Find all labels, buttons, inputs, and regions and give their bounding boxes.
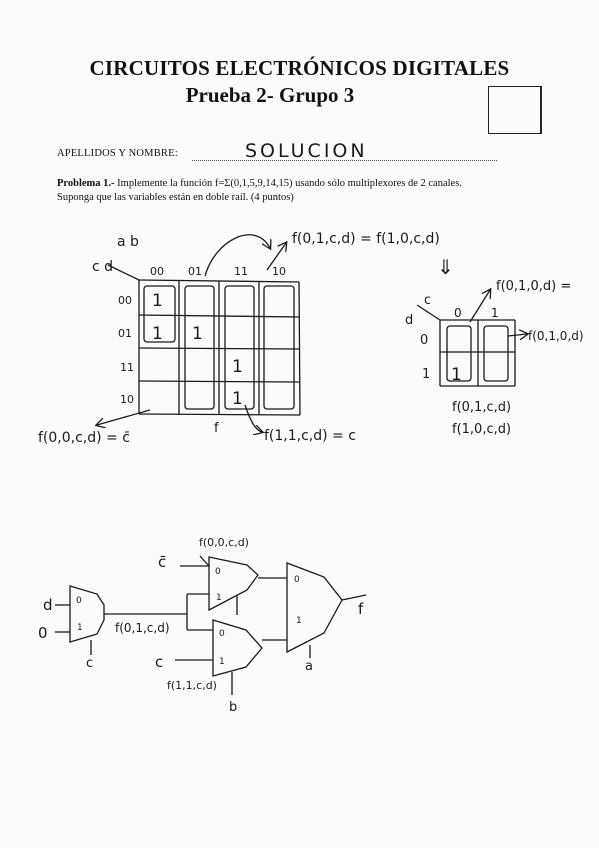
down-arrow-glyph: ⇓ bbox=[437, 255, 454, 279]
problem-text-line2: Suponga que las variables están en doble… bbox=[57, 192, 294, 203]
kmap-row-label: 10 bbox=[120, 393, 134, 406]
mux-lower bbox=[212, 619, 263, 677]
small-kmap-label-right: f(0,1,0,d) bbox=[528, 329, 584, 343]
circuit-output-f: f bbox=[358, 600, 364, 618]
kmap-row-label: 11 bbox=[120, 361, 134, 374]
kmap-group-col10 bbox=[263, 285, 295, 410]
small-kmap-group-c0 bbox=[446, 325, 472, 382]
kmap-col-label: 10 bbox=[272, 265, 286, 278]
kmap-row-label: 01 bbox=[118, 327, 132, 340]
problem-statement: Problema 1.- Implemente la función f=Σ(0… bbox=[57, 177, 547, 205]
document-title: CIRCUITOS ELECTRÓNICOS DIGITALES bbox=[89, 56, 510, 80]
pin-label: 0 bbox=[76, 596, 82, 606]
small-kmap-label-below2: f(1,0,c,d) bbox=[452, 422, 511, 437]
kmap-cell-one: 1 bbox=[192, 324, 203, 344]
circuit-select-a: a bbox=[305, 659, 313, 674]
kmap-corner-ab: a b bbox=[117, 234, 139, 250]
mux-right bbox=[286, 562, 343, 654]
pin-label: 0 bbox=[294, 575, 300, 585]
pin-label: 1 bbox=[219, 657, 225, 667]
name-label: APELLIDOS Y NOMBRE: bbox=[57, 148, 178, 159]
circuit-input-0: 0 bbox=[38, 624, 48, 642]
circuit-select-c: c bbox=[86, 656, 93, 671]
grade-box bbox=[488, 86, 542, 134]
kmap-output-label: f bbox=[214, 421, 219, 436]
circuit-select-b: b bbox=[229, 700, 237, 715]
mux-upper bbox=[208, 556, 259, 612]
kmap-cell-one: 1 bbox=[152, 291, 163, 311]
student-name: SOLUCION bbox=[245, 140, 368, 162]
kmap-col-label: 01 bbox=[188, 265, 202, 278]
pin-label: 1 bbox=[216, 593, 222, 603]
small-kmap-label-top: f(0,1,0,d) = bbox=[496, 279, 571, 294]
small-kmap-group-c1 bbox=[483, 325, 509, 382]
annotation-top-right: f(0,1,c,d) = f(1,0,c,d) bbox=[292, 231, 440, 247]
annotation-bottom-left: f(0,0,c,d) = c̄ bbox=[38, 430, 130, 446]
small-kmap-cell-one: 1 bbox=[451, 365, 462, 385]
small-kmap-col-label: 1 bbox=[491, 306, 499, 320]
circuit-mid-label: f(0,1,c,d) bbox=[115, 621, 170, 635]
kmap-cell-one: 1 bbox=[152, 324, 163, 344]
kmap-group-col01 bbox=[184, 285, 215, 410]
small-kmap-corner-c: c bbox=[424, 293, 431, 308]
circuit-c-bar: c̄ bbox=[158, 553, 166, 571]
small-kmap-label-below1: f(0,1,c,d) bbox=[452, 400, 511, 415]
circuit-bottom-input: f(1,1,c,d) bbox=[167, 679, 217, 692]
small-kmap-corner-d: d bbox=[405, 313, 413, 328]
kmap-col-label: 00 bbox=[150, 265, 164, 278]
circuit-input-d: d bbox=[43, 596, 53, 614]
kmap-corner-cd: c d bbox=[92, 259, 113, 275]
kmap-group-col00 bbox=[143, 285, 176, 343]
circuit-mux-top-input: f(0,0,c,d) bbox=[199, 536, 249, 549]
kmap-row-label: 00 bbox=[118, 294, 132, 307]
pin-label: 1 bbox=[77, 623, 83, 633]
kmap-col-label: 11 bbox=[234, 265, 248, 278]
document-subtitle: Prueba 2- Grupo 3 bbox=[185, 83, 355, 107]
kmap-group-col11 bbox=[224, 285, 255, 410]
small-kmap-row-label: 1 bbox=[422, 367, 430, 382]
mux-left bbox=[69, 585, 105, 643]
name-line bbox=[192, 160, 497, 161]
pin-label: 0 bbox=[219, 629, 225, 639]
mux-circuit bbox=[55, 555, 367, 695]
kmap-cell-one: 1 bbox=[232, 357, 243, 377]
karnaugh-map bbox=[97, 234, 301, 432]
annotation-bottom-right: f(1,1,c,d) = c bbox=[264, 428, 356, 444]
problem-text-line1: Implemente la función f=Σ(0,1,5,9,14,15)… bbox=[117, 178, 462, 189]
pin-label: 1 bbox=[296, 616, 302, 626]
kmap-cell-one: 1 bbox=[232, 389, 243, 409]
small-karnaugh-map bbox=[416, 290, 527, 387]
pin-label: 0 bbox=[215, 567, 221, 577]
problem-number: Problema 1.- bbox=[57, 178, 115, 189]
small-kmap-row-label: 0 bbox=[420, 333, 428, 348]
circuit-input-c: c bbox=[155, 653, 163, 671]
small-kmap-col-label: 0 bbox=[454, 306, 462, 320]
